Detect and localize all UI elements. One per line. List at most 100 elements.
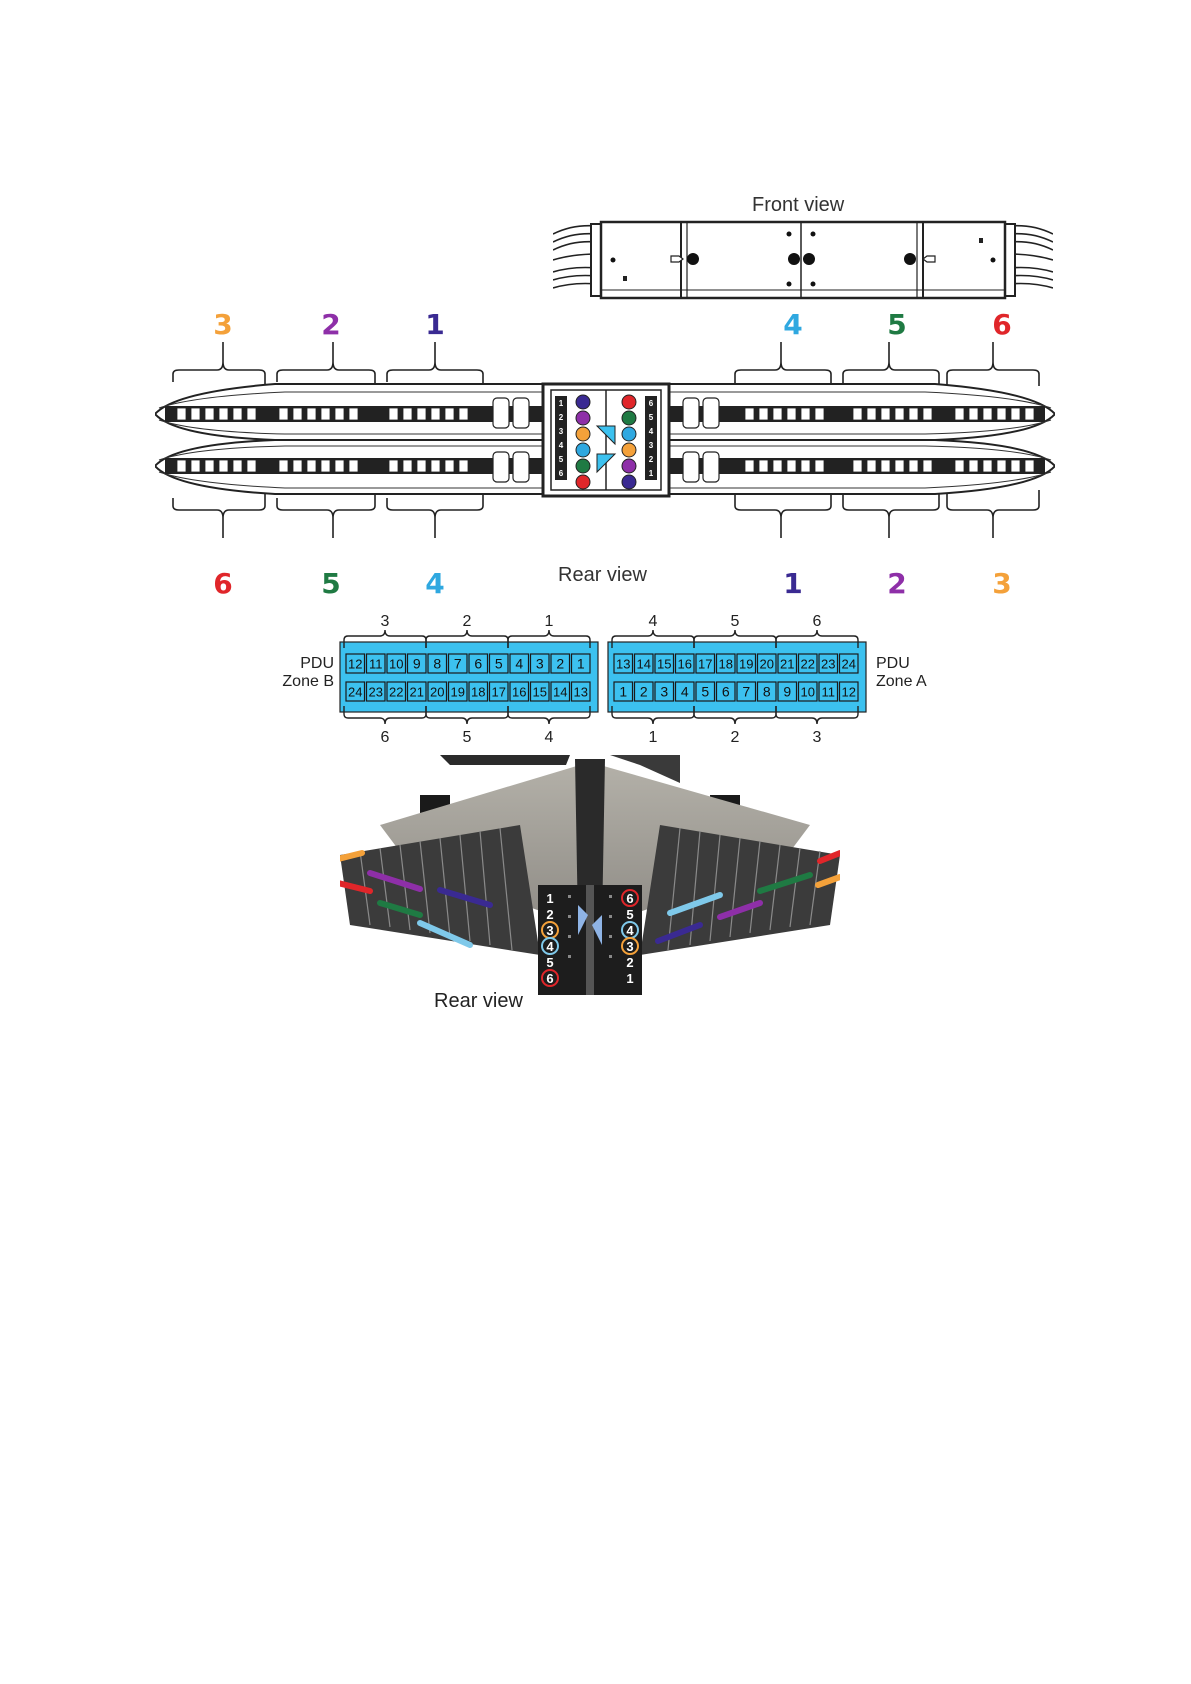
- pdu-zone-b-label: PDU: [300, 655, 334, 672]
- group-label-bottom: 3: [813, 729, 822, 744]
- rear-top-label-5: 5: [877, 308, 917, 341]
- svg-text:6: 6: [626, 891, 633, 906]
- pdu-outlet-number: 12: [348, 657, 362, 672]
- group-label-top: 1: [545, 613, 554, 630]
- pdu-outlet-number: 12: [842, 685, 856, 700]
- rear-bottom-label-2: 2: [877, 567, 917, 600]
- rear-bottom-label-3: 3: [982, 567, 1022, 600]
- pdu-zone-a-label: Zone A: [876, 673, 927, 690]
- pdu-outlet-number: 16: [512, 685, 526, 700]
- group-label-bottom: 6: [381, 729, 390, 744]
- group-label-top: 2: [463, 613, 472, 630]
- pdu-outlet-number: 24: [842, 657, 856, 672]
- svg-text:3: 3: [649, 441, 654, 450]
- pdu-outlet-number: 8: [763, 684, 771, 700]
- rear-view-drawing: 1 2 3 4 5 6 6 5 4 3 2 1: [155, 340, 1055, 550]
- pdu-outlet-number: 6: [722, 684, 730, 700]
- svg-text:4: 4: [626, 923, 634, 938]
- svg-text:1: 1: [649, 469, 654, 478]
- center-control-module: 1 2 3 4 5 6 6 5 4 3 2 1: [543, 384, 669, 496]
- rear-bottom-label-6: 6: [203, 567, 243, 600]
- svg-text:1: 1: [626, 971, 633, 986]
- pdu-outlet-number: 11: [822, 685, 836, 700]
- group-label-bottom: 5: [463, 729, 472, 744]
- svg-text:5: 5: [649, 413, 654, 422]
- pdu-outlet-number: 7: [454, 656, 462, 672]
- svg-text:1: 1: [559, 399, 564, 408]
- pdu-outlet-number: 18: [471, 685, 485, 700]
- pdu-zone-map: 1211109876543212423222120191817161514133…: [270, 604, 950, 744]
- pdu-outlet-number: 22: [389, 685, 403, 700]
- pdu-outlet-number: 3: [660, 684, 668, 700]
- pdu-outlet-number: 19: [739, 657, 753, 672]
- pdu-outlet-number: 4: [515, 656, 523, 672]
- pdu-outlet-number: 8: [433, 656, 441, 672]
- pdu-outlet-number: 2: [640, 684, 648, 700]
- pdu-outlet-number: 13: [574, 685, 588, 700]
- group-label-top: 5: [731, 613, 740, 630]
- group-label-bottom: 2: [731, 729, 740, 744]
- pdu-outlet-number: 11: [369, 657, 383, 672]
- pdu-outlet-number: 2: [556, 656, 564, 672]
- pdu-outlet-number: 21: [780, 657, 794, 672]
- pdu-outlet-number: 1: [619, 684, 627, 700]
- rear-bottom-label-4: 4: [415, 567, 455, 600]
- svg-text:1: 1: [546, 891, 553, 906]
- svg-text:5: 5: [559, 455, 564, 464]
- pdu-outlet-number: 17: [492, 685, 506, 700]
- pdu-outlet-number: 9: [783, 684, 791, 700]
- pdu-outlet-number: 7: [742, 684, 750, 700]
- pdu-zone-a-label: PDU: [876, 655, 910, 672]
- rear-top-label-6: 6: [982, 308, 1022, 341]
- pdu-outlet-number: 17: [698, 657, 712, 672]
- pdu-outlet-number: 9: [413, 656, 421, 672]
- pdu-outlet-number: 15: [533, 685, 547, 700]
- svg-text:4: 4: [649, 427, 654, 436]
- svg-text:4: 4: [559, 441, 564, 450]
- rear-view-photo: 1 2 3 4 5 6 6 5 4 3 2 1: [340, 755, 840, 1015]
- front-view-drawing: [553, 220, 1053, 302]
- group-label-bottom: 4: [545, 729, 554, 744]
- svg-text:5: 5: [626, 907, 633, 922]
- pdu-outlet-number: 20: [430, 685, 444, 700]
- rear-top-label-3: 3: [203, 308, 243, 341]
- group-label-top: 6: [813, 613, 822, 630]
- rear-bottom-label-1: 1: [773, 567, 813, 600]
- rear-bottom-label-5: 5: [311, 567, 351, 600]
- pdu-outlet-number: 14: [553, 685, 567, 700]
- svg-text:6: 6: [649, 399, 654, 408]
- svg-text:2: 2: [546, 907, 553, 922]
- svg-text:2: 2: [649, 455, 654, 464]
- top-group-brackets: [173, 342, 1039, 386]
- pdu-outlet-number: 1: [577, 656, 585, 672]
- pdu-outlet-number: 18: [719, 657, 733, 672]
- pdu-zone-b-label: Zone B: [282, 673, 334, 690]
- pdu-outlet-number: 5: [701, 684, 709, 700]
- group-label-top: 3: [381, 613, 390, 630]
- pdu-outlet-number: 23: [369, 685, 383, 700]
- svg-text:6: 6: [546, 971, 553, 986]
- svg-text:5: 5: [546, 955, 553, 970]
- rear-view-photo-caption: Rear view: [434, 990, 523, 1013]
- pdu-outlet-number: 5: [495, 656, 503, 672]
- pdu-outlet-number: 3: [536, 656, 544, 672]
- pdu-outlet-number: 4: [681, 684, 689, 700]
- pdu-outlet-number: 24: [348, 685, 362, 700]
- pdu-outlet-number: 6: [474, 656, 482, 672]
- pdu-outlet-number: 23: [821, 657, 835, 672]
- pdu-outlet-number: 19: [451, 685, 465, 700]
- svg-text:2: 2: [626, 955, 633, 970]
- pdu-outlet-number: 22: [801, 657, 815, 672]
- pdu-outlet-number: 21: [410, 685, 424, 700]
- rear-view-drawing-caption: Rear view: [558, 564, 647, 587]
- rear-top-label-2: 2: [311, 308, 351, 341]
- svg-text:2: 2: [559, 413, 564, 422]
- front-view-caption: Front view: [752, 194, 844, 217]
- group-label-top: 4: [649, 613, 658, 630]
- pdu-outlet-number: 10: [389, 657, 403, 672]
- svg-text:3: 3: [626, 939, 633, 954]
- svg-text:4: 4: [546, 939, 554, 954]
- svg-text:3: 3: [559, 427, 564, 436]
- pdu-outlet-number: 14: [637, 657, 651, 672]
- pdu-outlet-number: 20: [760, 657, 774, 672]
